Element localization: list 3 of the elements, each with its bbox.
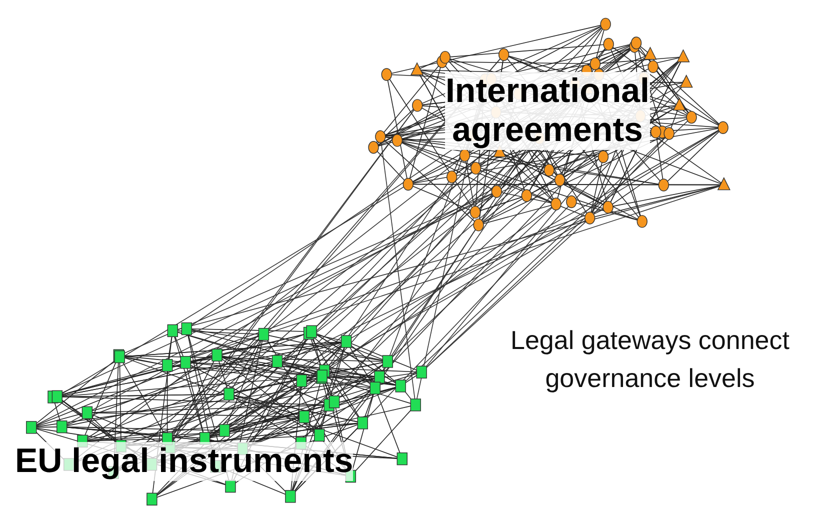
cluster-heading: International agreements (445, 72, 650, 150)
caption-note: Legal gateways connect governance levels (510, 324, 790, 395)
cluster-heading: EU legal instruments (15, 442, 354, 482)
